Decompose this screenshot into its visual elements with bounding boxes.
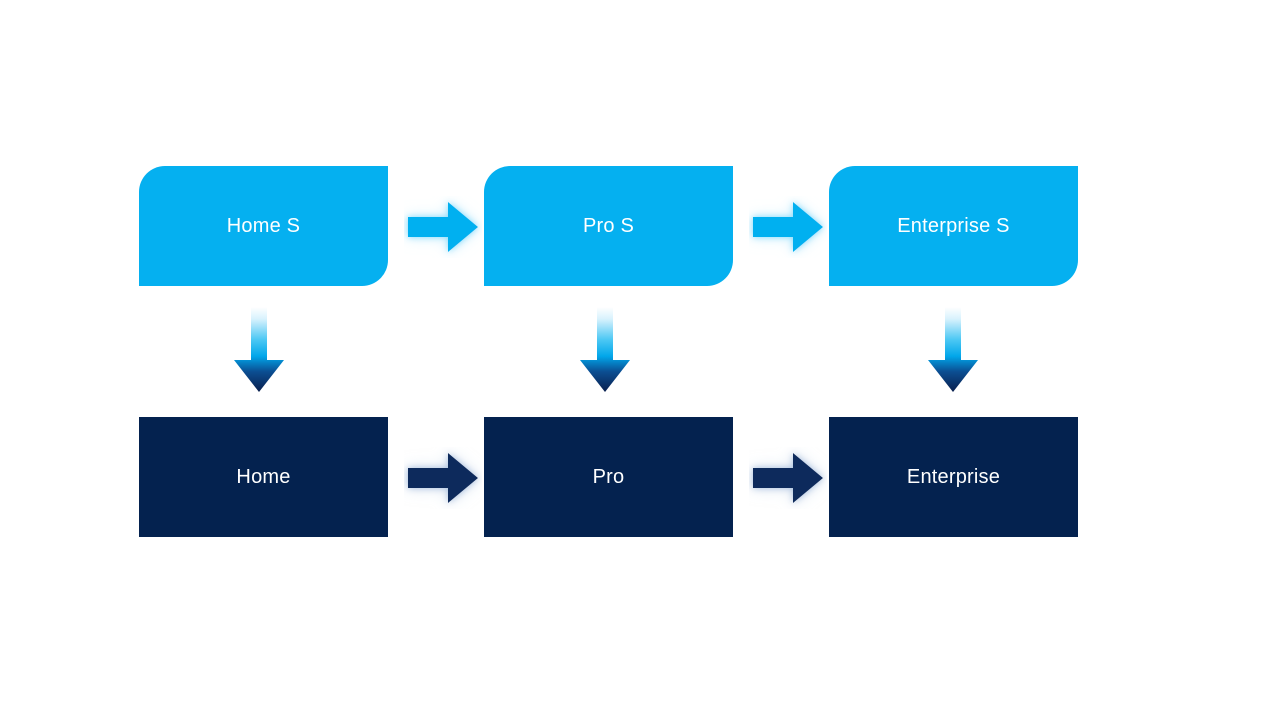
process-box-label: Home S [226, 215, 301, 237]
process-box-label: Home [236, 466, 291, 488]
process-box-home[interactable]: Home [139, 417, 388, 537]
arrow-down-icon-enterprise-s-to-enterprise [923, 305, 983, 397]
arrow-right-icon-pro-s-to-enterprise-s [749, 196, 827, 258]
arrow-down-icon-pro-s-to-pro [575, 305, 635, 397]
process-box-enterprise-s[interactable]: Enterprise S [829, 166, 1078, 286]
arrow-right-icon-pro-to-enterprise [749, 447, 827, 509]
arrow-down-icon-home-s-to-home [229, 305, 289, 397]
process-box-label: Enterprise [906, 466, 1001, 488]
process-box-enterprise[interactable]: Enterprise [829, 417, 1078, 537]
process-box-label: Enterprise S [897, 215, 1010, 237]
arrow-right-icon-home-s-to-pro-s [404, 196, 482, 258]
process-box-pro-s[interactable]: Pro S [484, 166, 733, 286]
process-box-label: Pro [592, 466, 625, 488]
process-box-pro[interactable]: Pro [484, 417, 733, 537]
process-box-home-s[interactable]: Home S [139, 166, 388, 286]
arrow-right-icon-home-to-pro [404, 447, 482, 509]
process-box-label: Pro S [582, 215, 635, 237]
